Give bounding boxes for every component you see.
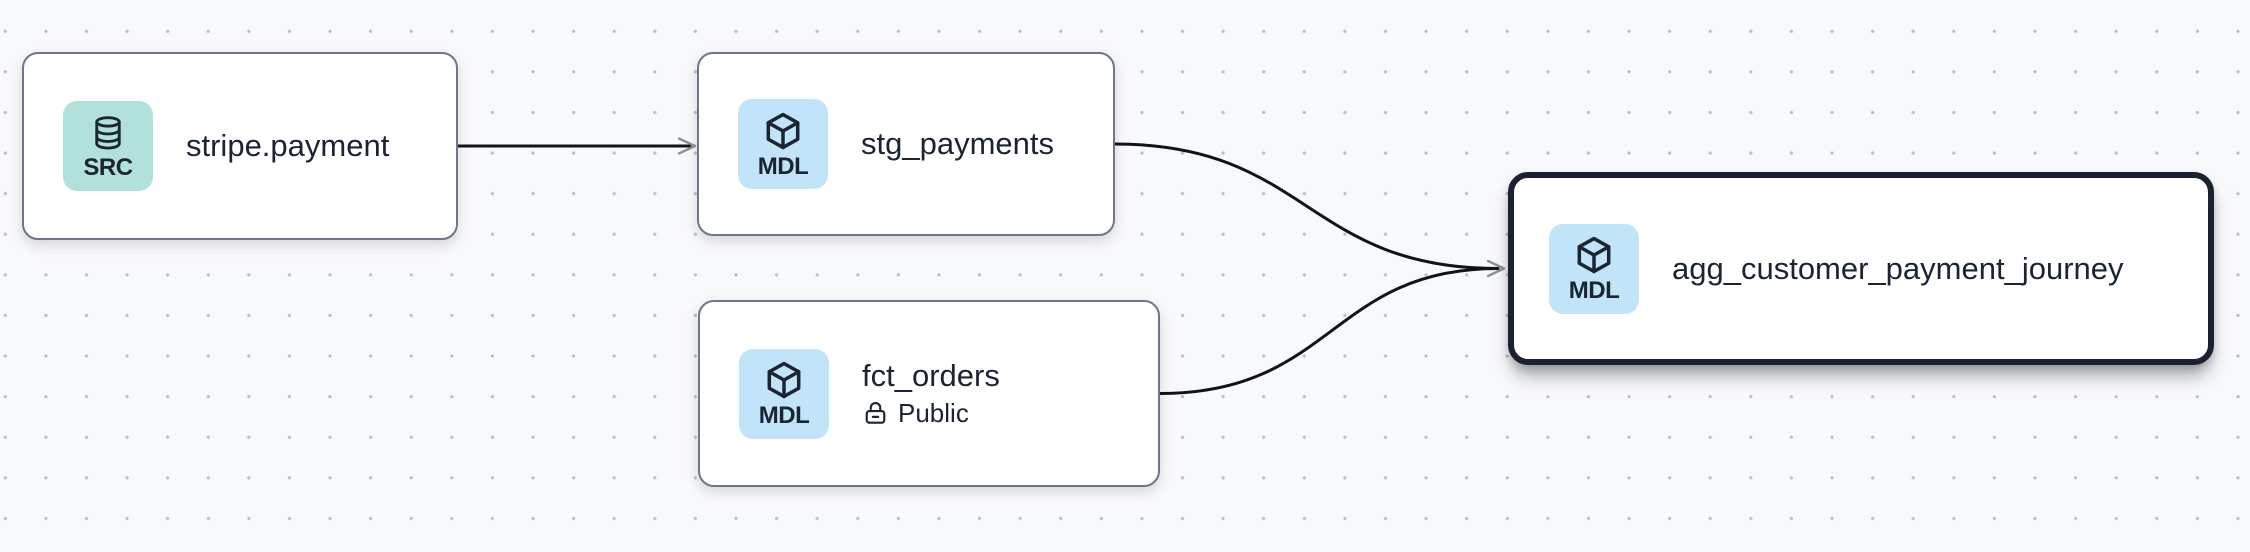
node-body: stripe.payment [186, 128, 389, 164]
node-body: stg_payments [861, 126, 1054, 162]
access-row: Public [862, 398, 1000, 429]
badge-label: MDL [1568, 277, 1620, 304]
lock-open-icon [865, 402, 886, 425]
node-title: stg_payments [861, 126, 1054, 162]
node-stripe-payment[interactable]: SRC stripe.payment [22, 52, 458, 240]
node-body: fct_orders Public [862, 358, 1000, 430]
arrowhead-icon [1486, 259, 1506, 278]
node-agg-customer-payment-journey[interactable]: MDL agg_customer_payment_journey [1508, 172, 2214, 365]
model-badge: MDL [738, 99, 828, 189]
edge-fct-to-agg [1158, 267, 1500, 395]
database-icon [95, 115, 121, 149]
node-stg-payments[interactable]: MDL stg_payments [697, 52, 1115, 236]
arrowhead-icon [677, 137, 697, 155]
node-fct-orders[interactable]: MDL fct_orders Public [698, 300, 1160, 487]
cube-icon [767, 361, 801, 399]
edge-stg-to-agg [1113, 142, 1500, 270]
node-body: agg_customer_payment_journey [1672, 251, 2124, 287]
badge-label: MDL [758, 402, 810, 429]
cube-icon [1577, 236, 1611, 274]
cube-icon [766, 112, 800, 149]
node-title: stripe.payment [186, 128, 390, 164]
node-title: agg_customer_payment_journey [1672, 250, 2124, 286]
access-label: Public [898, 398, 969, 429]
model-badge: MDL [1549, 223, 1639, 314]
badge-label: MDL [757, 152, 809, 180]
badge-label: SRC [83, 153, 133, 181]
node-title: fct_orders [862, 357, 1000, 393]
source-badge: SRC [63, 101, 153, 191]
model-badge: MDL [739, 348, 829, 439]
